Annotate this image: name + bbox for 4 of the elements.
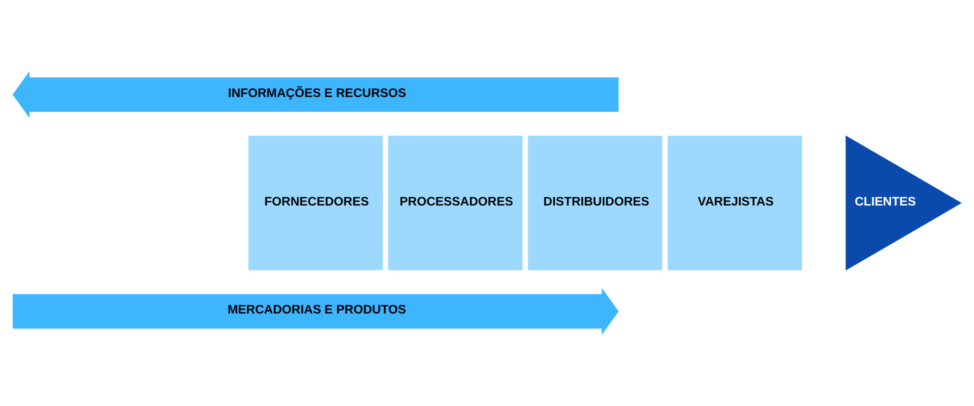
node-box: DISTRIBUIDORES [528,136,662,270]
node-box: PROCESSADORES [388,136,523,270]
node-box: FORNECEDORES [248,136,383,270]
node-box: VAREJISTAS [668,136,802,270]
